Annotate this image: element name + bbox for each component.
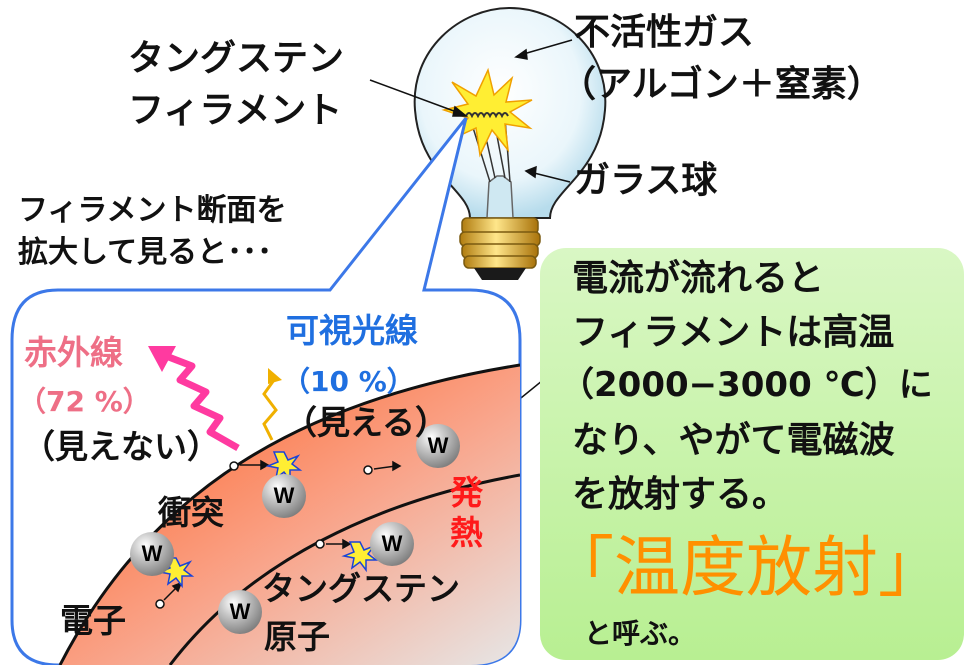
collision-label: 衝突: [158, 493, 224, 532]
explanation-line5: を放射する。: [572, 474, 789, 515]
glass-stem: [486, 175, 514, 219]
electron-label: 電子: [60, 601, 126, 640]
explanation-line4: なり、やがて電磁波: [572, 420, 895, 461]
collision-sparks: [157, 451, 379, 589]
enlarge-label-line1: フィラメント断面を: [18, 193, 287, 228]
thermal-radiation-title: 「温度放射」: [548, 529, 944, 606]
tungsten-atom: W: [218, 590, 262, 634]
electrons: [155, 461, 373, 609]
visible-label: （見える）: [284, 403, 449, 442]
visible-light-label: 可視光線: [286, 311, 418, 350]
called-label: と呼ぶ。: [584, 617, 697, 650]
inert-gas-label: 不活性ガス: [574, 12, 755, 53]
tungsten-atom: W: [416, 424, 460, 468]
heat-label-char1: 発: [450, 473, 483, 512]
tungsten-atom-label-line2: 原子: [264, 617, 330, 656]
infrared-wave-arrow: [148, 346, 240, 452]
tungsten-filament-label-line1: タングステン: [128, 38, 345, 79]
tungsten-atom: W: [370, 522, 414, 566]
heat-label-char2: 熱: [450, 513, 483, 552]
filament-outer-edge: [58, 363, 520, 665]
enlarge-label-line2: 拡大して見ると･･･: [18, 235, 273, 270]
visible-wave-arrow: [262, 368, 282, 441]
bulb-base: [459, 217, 541, 280]
tungsten-atom: W: [262, 474, 306, 518]
light-bulb: [413, 6, 607, 280]
infrared-percent: （72 %）: [18, 385, 151, 418]
tungsten-atom: W: [130, 532, 174, 576]
invisible-label: （見えない）: [22, 427, 220, 466]
explanation-line3: （2000−3000 ℃）に: [560, 365, 933, 405]
explanation-line1: 電流が流れると: [572, 258, 825, 299]
visible-light-percent: （10 %）: [282, 365, 415, 398]
explanation-line2: フィラメントは高温: [572, 312, 895, 353]
inert-gas-composition: （アルゴン＋窒素）: [560, 64, 883, 105]
glass-bulb-label: ガラス球: [574, 160, 718, 201]
filament-coil: [465, 112, 509, 119]
electron-arrows: [163, 459, 402, 601]
tungsten-atom-label-line1: タングステン: [262, 569, 460, 608]
infrared-label: 赤外線: [24, 333, 123, 372]
tungsten-filament-label-line2: フィラメント: [128, 90, 343, 131]
explanation-box: [540, 248, 964, 660]
